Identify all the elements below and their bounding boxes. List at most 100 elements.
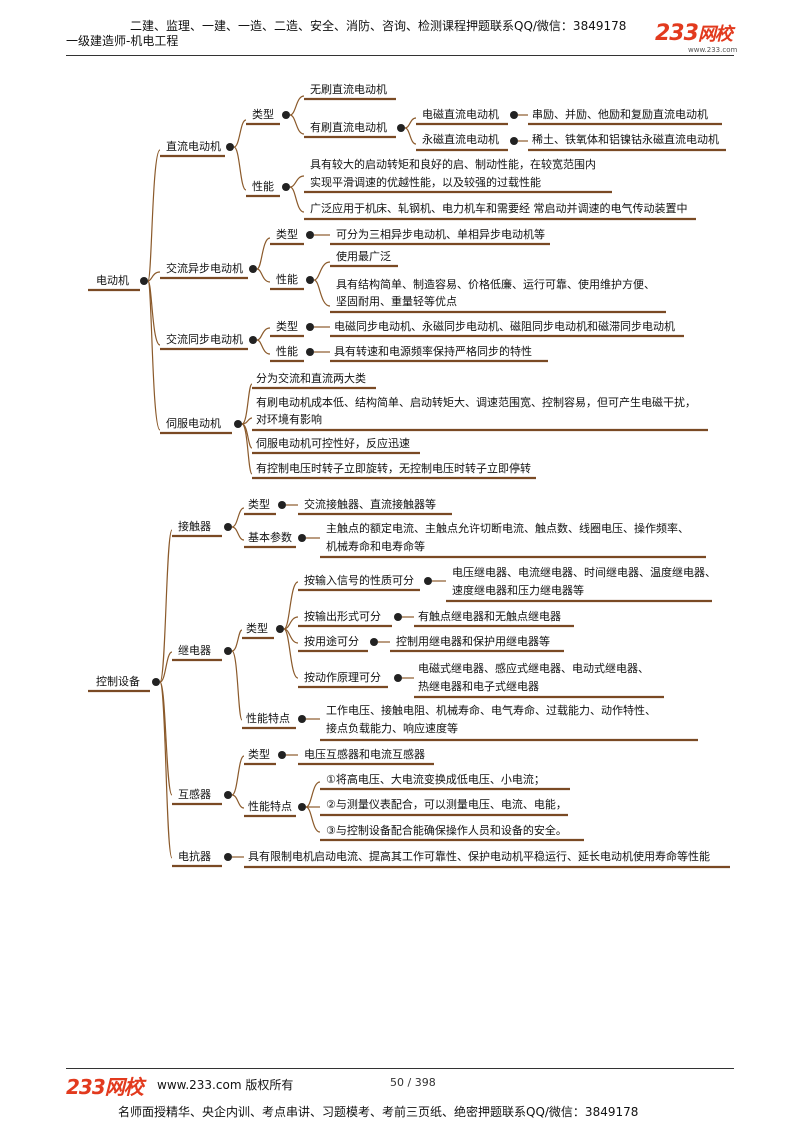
collapse-dot[interactable] xyxy=(424,577,432,585)
node-c-type-detail: 交流接触器、直流接触器等 xyxy=(304,497,436,511)
collapse-dot[interactable] xyxy=(278,501,286,509)
node-async-perf-2a: 具有结构简单、制造容易、价格低廉、运行可靠、使用维护方便、 xyxy=(336,277,655,291)
collapse-dot[interactable] xyxy=(224,853,232,861)
collapse-dot[interactable] xyxy=(370,638,378,646)
header-rule xyxy=(66,55,734,56)
node-transformer: 互感器 xyxy=(178,788,211,801)
footer-logo: 233网校 xyxy=(66,1075,144,1099)
collapse-dot[interactable] xyxy=(298,715,306,723)
page-number: 50 / 398 xyxy=(390,1076,436,1089)
node-async-perf-2b: 坚固耐用、重量轻等优点 xyxy=(336,294,457,308)
node-r-out-detail: 有触点继电器和无触点继电器 xyxy=(418,609,561,623)
node-r-use-detail: 控制用继电器和保护用继电器等 xyxy=(396,634,550,648)
brand-logo-url: www.233.com xyxy=(688,46,738,54)
node-pm-dc-detail: 稀土、铁氧体和铝镍钴永磁直流电动机 xyxy=(532,132,719,146)
node-relay: 继电器 xyxy=(178,644,211,657)
node-contactor: 接触器 xyxy=(178,519,211,533)
control-branch: 控制设备 接触器 类型 交流接触器、直流接触器等 基本参数 主触点的额定电流、主… xyxy=(88,497,730,869)
footer-rule xyxy=(66,1068,734,1069)
node-async-perf-1: 使用最广泛 xyxy=(336,250,391,263)
collapse-dot[interactable] xyxy=(224,791,232,799)
node-servo-2a: 有刷电动机成本低、结构简单、启动转矩大、调速范围宽、控制容易，但可产生电磁干扰， xyxy=(256,395,696,409)
node-servo-1: 分为交流和直流两大类 xyxy=(256,371,366,385)
node-reactor-detail: 具有限制电机启动电流、提高其工作可靠性、保护电动机平稳运行、延长电动机使用寿命等… xyxy=(248,849,710,863)
node-async-type: 类型 xyxy=(276,227,298,241)
node-async-perf: 性能 xyxy=(276,272,298,286)
node-pm-dc: 永磁直流电动机 xyxy=(422,132,499,146)
node-c-param-b: 机械寿命和电寿命等 xyxy=(326,539,425,553)
node-t-perf-1: ①将高电压、大电流变换成低电压、小电流； xyxy=(326,772,545,786)
node-brushless: 无刷直流电动机 xyxy=(310,82,387,96)
node-sync-perf: 性能 xyxy=(276,344,298,358)
collapse-dot[interactable] xyxy=(249,265,257,273)
node-r-perf: 性能特点 xyxy=(246,711,290,725)
node-c-param-a: 主触点的额定电流、主触点允许切断电流、触点数、线圈电压、操作频率、 xyxy=(326,521,689,535)
collapse-dot[interactable] xyxy=(510,137,518,145)
collapse-dot[interactable] xyxy=(306,231,314,239)
collapse-dot[interactable] xyxy=(226,143,234,151)
collapse-dot[interactable] xyxy=(394,674,402,682)
node-servo-4: 有控制电压时转子立即旋转，无控制电压时转子立即停转 xyxy=(256,461,531,475)
collapse-dot[interactable] xyxy=(140,277,148,285)
node-dc-type: 类型 xyxy=(252,107,274,121)
node-dc-motor: 直流电动机 xyxy=(166,139,221,153)
node-em-dc: 电磁直流电动机 xyxy=(422,107,499,121)
collapse-dot[interactable] xyxy=(298,803,306,811)
node-sync-type: 类型 xyxy=(276,319,298,333)
node-servo-2b: 对环境有影响 xyxy=(256,412,322,426)
node-sync-perf-detail: 具有转速和电源频率保持严格同步的特性 xyxy=(334,344,532,358)
collapse-dot[interactable] xyxy=(306,276,314,284)
node-reactor: 电抗器 xyxy=(178,849,211,863)
node-em-dc-detail: 串励、并励、他励和复励直流电动机 xyxy=(532,107,708,121)
node-dc-perf: 性能 xyxy=(252,179,274,193)
motor-branch: 电动机 直流电动机 类型 无刷直流电动机 有刷直流电动机 电磁直流电动机 串励、… xyxy=(88,82,726,480)
node-r-type: 类型 xyxy=(246,621,268,635)
node-sync-motor: 交流同步电动机 xyxy=(166,332,243,346)
node-r-perf-a: 工作电压、接触电阻、机械寿命、电气寿命、过载能力、动作特性、 xyxy=(326,703,656,717)
collapse-dot[interactable] xyxy=(510,111,518,119)
collapse-dot[interactable] xyxy=(306,323,314,331)
collapse-dot[interactable] xyxy=(249,336,257,344)
collapse-dot[interactable] xyxy=(234,420,242,428)
collapse-dot[interactable] xyxy=(278,751,286,759)
node-servo-3: 伺服电动机可控性好，反应迅速 xyxy=(256,436,410,450)
node-r-perf-b: 接点负载能力、响应速度等 xyxy=(326,721,458,735)
collapse-dot[interactable] xyxy=(306,348,314,356)
node-r-act-b: 热继电器和电子式继电器 xyxy=(418,680,539,693)
node-c-param: 基本参数 xyxy=(248,530,292,544)
footer-site[interactable]: www.233.com 版权所有 xyxy=(157,1078,294,1092)
collapse-dot[interactable] xyxy=(397,124,405,132)
node-async-motor: 交流异步电动机 xyxy=(166,261,243,275)
node-r-act: 按动作原理可分 xyxy=(304,670,381,684)
node-t-perf: 性能特点 xyxy=(248,799,292,813)
node-t-type-detail: 电压互感器和电流互感器 xyxy=(304,747,425,761)
collapse-dot[interactable] xyxy=(298,534,306,542)
node-dc-perf-1b: 实现平滑调速的优越性能，以及较强的过载性能 xyxy=(310,175,541,189)
node-dc-perf-2: 广泛应用于机床、轧钢机、电力机车和需要经 常启动并调速的电气传动装置中 xyxy=(310,201,688,215)
node-dc-perf-1a: 具有较大的启动转矩和良好的启、制动性能，在较宽范围内 xyxy=(310,157,596,171)
footer-promo: 名师面授精华、央企内训、考点串讲、习题模考、考前三页纸、绝密押题联系QQ/微信：… xyxy=(118,1105,639,1119)
node-brushed: 有刷直流电动机 xyxy=(310,120,387,134)
collapse-dot[interactable] xyxy=(276,625,284,633)
node-r-in-a: 电压继电器、电流继电器、时间继电器、温度继电器、 xyxy=(452,565,716,579)
node-r-use: 按用途可分 xyxy=(304,634,359,648)
node-sync-type-detail: 电磁同步电动机、永磁同步电动机、磁阻同步电动机和磁滞同步电动机 xyxy=(334,319,675,333)
collapse-dot[interactable] xyxy=(394,613,402,621)
node-t-perf-3: ③与控制设备配合能确保操作人员和设备的安全。 xyxy=(326,823,567,837)
collapse-dot[interactable] xyxy=(224,647,232,655)
node-r-out: 按输出形式可分 xyxy=(304,609,381,623)
node-control: 控制设备 xyxy=(96,674,140,688)
collapse-dot[interactable] xyxy=(282,183,290,191)
node-servo-motor: 伺服电动机 xyxy=(166,416,221,430)
node-r-in-b: 速度继电器和压力继电器等 xyxy=(452,583,584,597)
collapse-dot[interactable] xyxy=(224,523,232,531)
collapse-dot[interactable] xyxy=(152,678,160,686)
node-r-act-a: 电磁式继电器、感应式继电器、电动式继电器、 xyxy=(418,661,649,675)
brand-logo: 233网校 xyxy=(655,21,733,46)
node-async-type-detail: 可分为三相异步电动机、单相异步电动机等 xyxy=(336,227,545,241)
header-line1: 二建、监理、一建、一造、二造、安全、消防、咨询、检测课程押题联系QQ/微信：38… xyxy=(130,19,627,33)
collapse-dot[interactable] xyxy=(282,111,290,119)
node-c-type: 类型 xyxy=(248,497,270,511)
header-line2: 一级建造师-机电工程 xyxy=(66,34,179,48)
